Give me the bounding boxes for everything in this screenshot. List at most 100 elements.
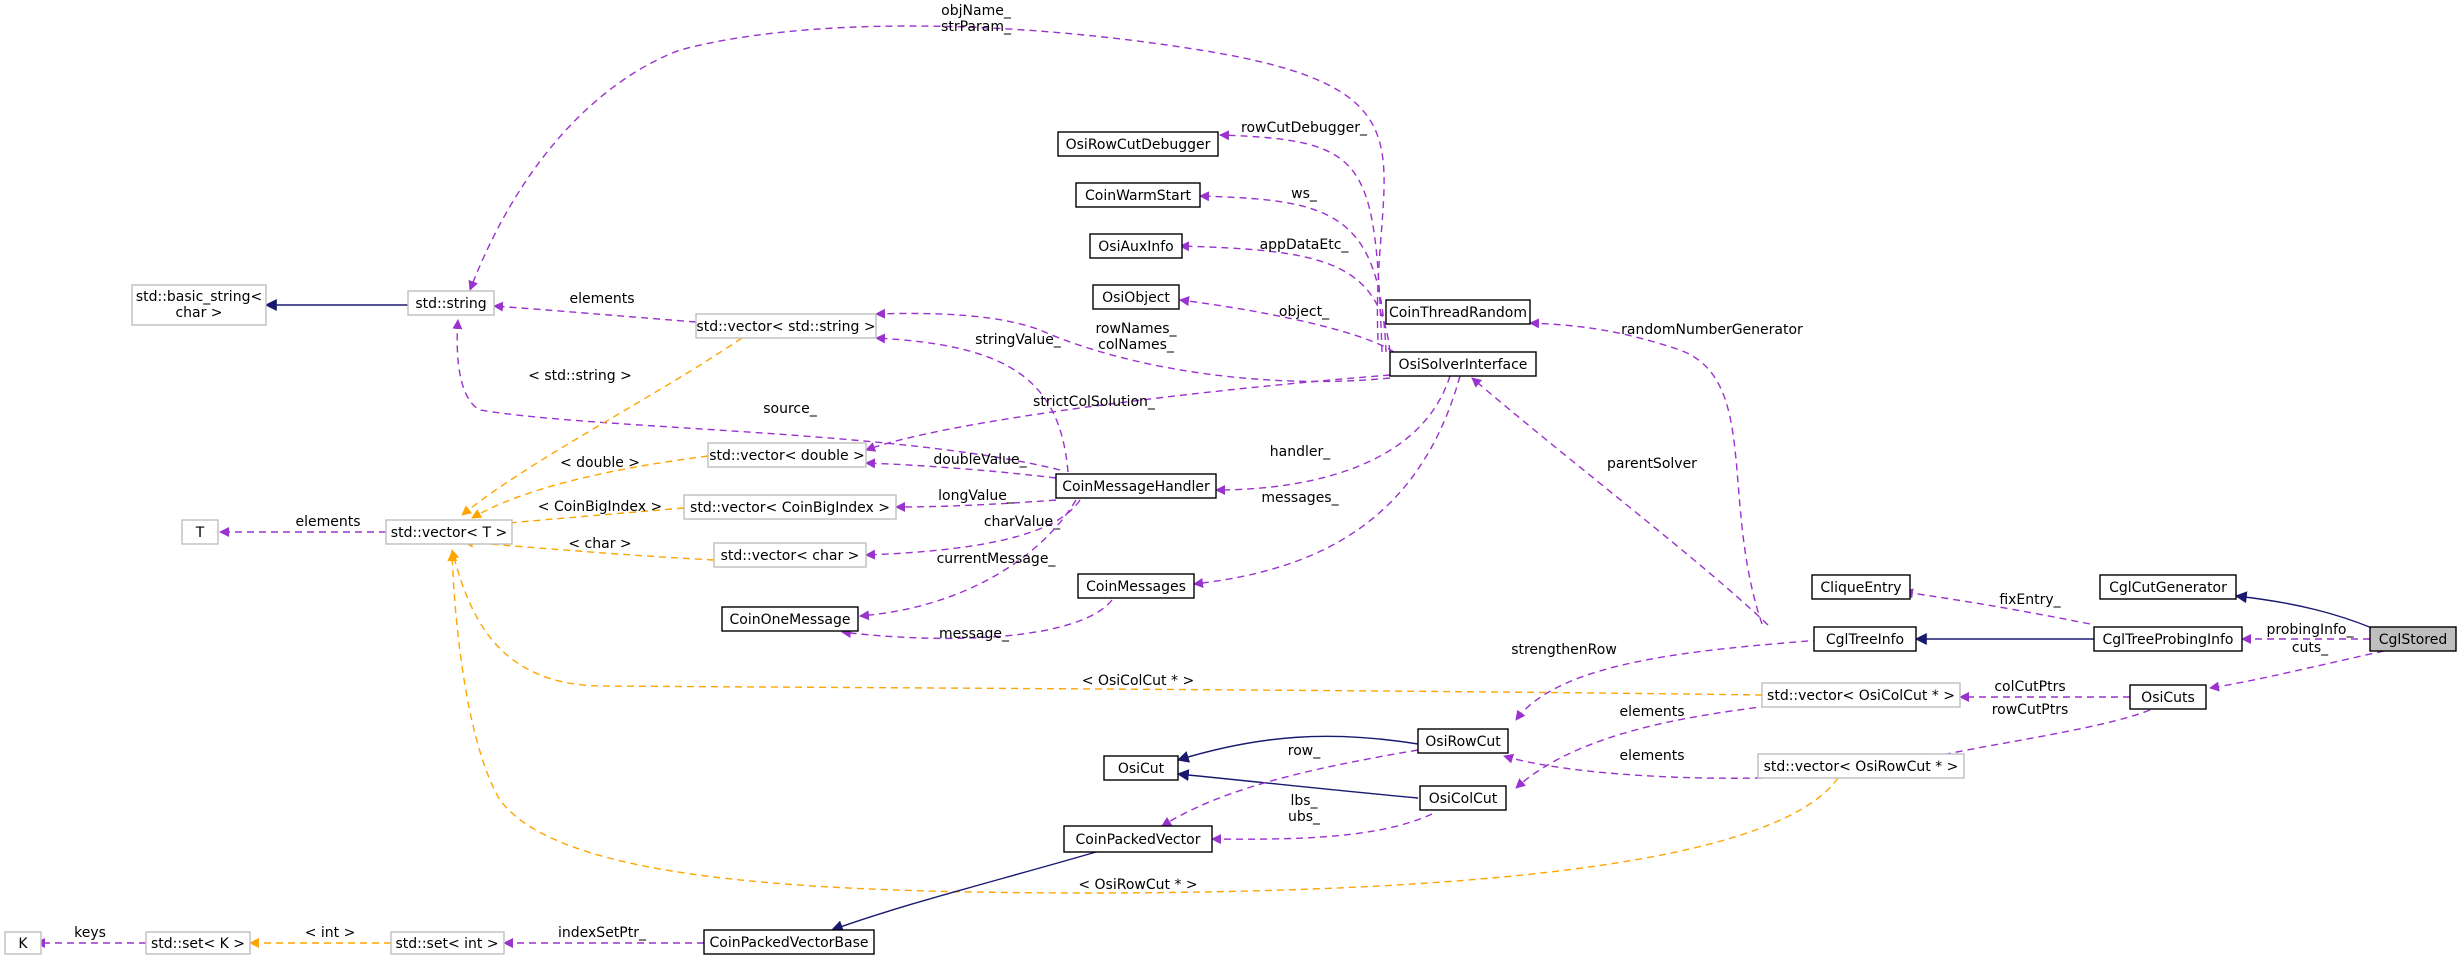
edge-solver-to-vectorstring: rowNames_ colNames_ (875, 308, 1391, 383)
label-currentMessage: currentMessage_ (937, 551, 1057, 567)
node-osicuts[interactable]: OsiCuts (2129, 684, 2207, 710)
label-keys: keys (74, 925, 106, 941)
edge-cglstored-to-osicuts: cuts_ (2209, 640, 2385, 692)
node-osicut[interactable]: OsiCut (1103, 755, 1179, 781)
node-std-string[interactable]: std::string (407, 290, 495, 316)
edge-vectorcolcut-to-vectorT: < OsiColCut * > (449, 549, 1763, 696)
svg-text:std::vector< OsiRowCut * >: std::vector< OsiRowCut * > (1764, 759, 1959, 775)
node-vector-char[interactable]: std::vector< char > (713, 542, 867, 568)
svg-text:T: T (195, 525, 205, 541)
label-fixEntry: fixEntry_ (1999, 592, 2061, 608)
edge-colcut-inherits-osicut (1176, 769, 1419, 799)
label-probingInfo: probingInfo_ (2267, 622, 2355, 638)
edge-coinmessages-to-coinonemessage: message_ (841, 599, 1113, 642)
node-vector-osicolcut[interactable]: std::vector< OsiColCut * > (1761, 682, 1961, 708)
edge-vectorcolcut-to-osicolcut: elements (1515, 704, 1769, 789)
node-cglcutgenerator[interactable]: CglCutGenerator (2099, 574, 2237, 600)
node-osicolcut[interactable]: OsiColCut (1419, 785, 1507, 811)
label-randomNumberGenerator: randomNumberGenerator (1621, 322, 1803, 338)
node-cointhreadrandom[interactable]: CoinThreadRandom (1385, 299, 1531, 325)
svg-text:std::set< K >: std::set< K > (151, 936, 245, 952)
label-source: source_ (763, 401, 817, 417)
svg-text:CoinPackedVectorBase: CoinPackedVectorBase (709, 935, 868, 951)
svg-text:CoinMessages: CoinMessages (1086, 579, 1186, 595)
node-coinonemessage[interactable]: CoinOneMessage (721, 606, 859, 632)
edge-probinginfo-to-cliqueentry: fixEntry_ (1903, 588, 2091, 625)
node-vector-t[interactable]: std::vector< T > (385, 519, 513, 545)
svg-text:CglStored: CglStored (2379, 632, 2447, 648)
label-message: message_ (939, 626, 1010, 642)
node-coinpackedvector[interactable]: CoinPackedVector (1063, 825, 1213, 853)
edge-setK-to-K: keys (35, 925, 146, 948)
node-osisolverinterface[interactable]: OsiSolverInterface (1389, 351, 1537, 377)
edge-msghandler-to-vectordouble: doubleValue_ (865, 452, 1057, 479)
label-cuts: cuts_ (2292, 640, 2329, 656)
label-int: < int > (305, 925, 356, 941)
label-elements-row: elements (1619, 748, 1684, 764)
label-CoinBigIndex-tmpl: < CoinBigIndex > (538, 499, 662, 515)
node-k[interactable]: K (4, 931, 42, 955)
edge-vectordouble-to-vectorT: < double > (471, 455, 709, 519)
node-vector-coinbigindex[interactable]: std::vector< CoinBigIndex > (683, 494, 897, 520)
node-osiobject[interactable]: OsiObject (1092, 284, 1180, 310)
svg-text:OsiSolverInterface: OsiSolverInterface (1399, 357, 1528, 373)
node-cliqueentry[interactable]: CliqueEntry (1811, 574, 1911, 600)
svg-text:lbs_: lbs_ (1290, 793, 1318, 809)
edge-msghandler-to-vectorstring: stringValue_ (875, 332, 1069, 473)
edge-vectorstring-to-string: elements (493, 291, 697, 323)
nodes: K std::set< K > std::set< int > CoinPack… (4, 131, 2457, 955)
svg-text:std::basic_string<: std::basic_string< (136, 289, 262, 305)
label-std-string-tmpl: < std::string > (528, 368, 632, 384)
node-set-k[interactable]: std::set< K > (145, 931, 251, 955)
label-strictColSolution: strictColSolution_ (1033, 394, 1156, 410)
svg-text:CliqueEntry: CliqueEntry (1820, 580, 1901, 596)
node-coinmessages[interactable]: CoinMessages (1077, 573, 1195, 599)
svg-text:CglTreeProbingInfo: CglTreeProbingInfo (2103, 632, 2234, 648)
svg-text:OsiCuts: OsiCuts (2141, 690, 2195, 706)
node-t[interactable]: T (181, 519, 219, 545)
edge-solver-to-rowcutdebugger: rowCutDebugger_ (1219, 120, 1383, 353)
svg-text:OsiColCut: OsiColCut (1429, 791, 1498, 807)
edge-rowcut-to-packedvector: row_ (1161, 743, 1419, 827)
svg-text:CglCutGenerator: CglCutGenerator (2109, 580, 2227, 596)
svg-text:strParam_: strParam_ (941, 19, 1012, 35)
node-osiauxinfo[interactable]: OsiAuxInfo (1089, 233, 1183, 259)
label-elements-string: elements (569, 291, 634, 307)
svg-text:std::vector< T >: std::vector< T > (391, 525, 507, 541)
svg-text:CglTreeInfo: CglTreeInfo (1826, 632, 1904, 648)
svg-text:std::vector< CoinBigIndex >: std::vector< CoinBigIndex > (690, 500, 890, 516)
edge-cglstored-to-probinginfo: probingInfo_ (2241, 622, 2370, 644)
node-cgltreeinfo[interactable]: CglTreeInfo (1813, 626, 1917, 652)
svg-text:objName_: objName_ (941, 3, 1012, 19)
label-elements-T: elements (295, 514, 360, 530)
label-ws: ws_ (1291, 186, 1318, 202)
edge-cglstored-inherits-cutgenerator (2234, 591, 2373, 629)
edge-rowcut-inherits-osicut (1176, 735, 1419, 763)
node-set-int[interactable]: std::set< int > (390, 931, 505, 955)
label-parentSolver: parentSolver (1607, 456, 1697, 472)
svg-text:std::vector< char >: std::vector< char > (721, 548, 860, 564)
node-osirowcut[interactable]: OsiRowCut (1417, 728, 1509, 754)
edge-vectorstring-to-vectorT: < std::string > (461, 337, 743, 516)
edge-packedvector-inherits-base (830, 851, 1097, 932)
node-osirowcutdebugger[interactable]: OsiRowCutDebugger (1057, 131, 1219, 157)
node-vector-string[interactable]: std::vector< std::string > (695, 313, 877, 339)
label-rowCutDebugger: rowCutDebugger_ (1241, 120, 1368, 136)
node-cgltreeprobinginfo[interactable]: CglTreeProbingInfo (2093, 626, 2243, 652)
node-coinmessagehandler[interactable]: CoinMessageHandler (1055, 473, 1217, 499)
node-vector-osirowcut[interactable]: std::vector< OsiRowCut * > (1757, 753, 1965, 779)
label-char-tmpl: < char > (568, 536, 631, 552)
edge-solver-to-coinwarmstart: ws_ (1199, 186, 1387, 353)
edge-vectorrowcut-to-vectorT: < OsiRowCut * > (447, 551, 1839, 894)
node-coinwarmstart[interactable]: CoinWarmStart (1075, 182, 1201, 208)
node-vector-double[interactable]: std::vector< double > (707, 442, 867, 468)
edge-osicuts-to-vectorcolcut: colCutPtrs (1959, 679, 2130, 702)
label-OsiRowCut-tmpl: < OsiRowCut * > (1078, 877, 1197, 893)
svg-text:OsiObject: OsiObject (1102, 290, 1170, 306)
node-basic-string[interactable]: std::basic_string< char > (131, 284, 267, 326)
edge-solver-to-string: objName_ strParam_ (468, 3, 1385, 341)
node-coinpackedvectorbase[interactable]: CoinPackedVectorBase (703, 929, 875, 955)
svg-text:OsiRowCut: OsiRowCut (1425, 734, 1501, 750)
node-cglstored[interactable]: CglStored (2369, 626, 2457, 652)
